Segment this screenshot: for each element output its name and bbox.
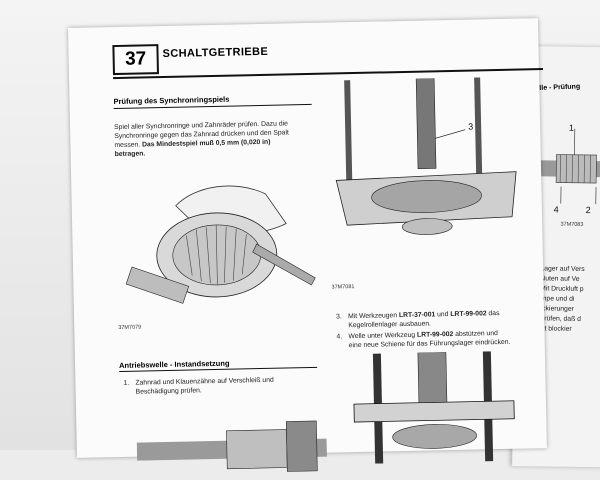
item-number: 4. xyxy=(336,332,348,341)
item-text: und xyxy=(435,311,450,318)
section-title-synchronring: Prüfung des Synchronringspiels xyxy=(113,95,229,106)
chapter-number: 37 xyxy=(112,44,159,75)
tool-code: LRT-99-002 xyxy=(450,310,486,318)
shaft-photo-bottom xyxy=(136,415,327,479)
callout-1: 1 xyxy=(569,123,574,133)
bearing-press-figure xyxy=(324,76,527,245)
item-text: das xyxy=(487,310,500,317)
paragraph-line-3: messen. xyxy=(114,142,140,150)
item-text: Mit Werkzeugen xyxy=(348,312,399,320)
tool-code: LRT-99-002 xyxy=(417,331,453,339)
callout-2: 2 xyxy=(586,205,591,215)
instandsetzung-list: 1.Zahnrad und Klauenzähne auf Verschleiß… xyxy=(123,375,323,399)
item-text: abstützen und xyxy=(453,330,498,338)
press-figure-bottom xyxy=(333,350,535,464)
min-play-spec: Das Mindestspiel muß 0,5 mm (0,020 in) xyxy=(142,139,271,149)
ausbau-list: 3.Mit Werkzeugen LRT-37-001 und LRT-99-0… xyxy=(336,308,547,352)
item-number: 1. xyxy=(123,379,135,388)
item-text: Welle unter Werkzeug xyxy=(348,332,417,340)
item-text-cont: Kegelrollenlager ausbauen. xyxy=(348,320,431,329)
item-text: Zahnrad und Klauenzähne auf Verschleiß u… xyxy=(135,377,273,387)
list-item: 3.Mit Werkzeugen LRT-37-001 und LRT-99-0… xyxy=(336,308,546,330)
synchronring-paragraph: Spiel aller Synchronringe und Zahnräder … xyxy=(114,119,315,159)
feeler-gauge-figure xyxy=(115,163,318,317)
figure-label-37m7079: 37M7079 xyxy=(118,325,141,331)
callout-4: 4 xyxy=(554,205,559,215)
manual-page: 37 SCHALTGETRIEBE Prüfung des Synchronri… xyxy=(68,18,547,458)
list-item: 1.Zahnrad und Klauenzähne auf Verschleiß… xyxy=(123,375,323,397)
figure-label-37m7083: 37M7083 xyxy=(560,222,583,228)
item-number: 3. xyxy=(336,312,348,321)
callout-3: 3 xyxy=(468,122,473,132)
min-play-spec-end: betragen. xyxy=(115,150,146,158)
tool-code: LRT-37-001 xyxy=(399,311,435,319)
item-text-cont: Beschädigung prüfen. xyxy=(136,387,202,395)
item-text-cont: eine neue Schiene für das Führungslager … xyxy=(349,339,511,349)
list-item: 4.Welle unter Werkzeug LRT-99-002 abstüt… xyxy=(336,328,546,350)
figure-label-37m7081: 37M7081 xyxy=(331,284,354,290)
chapter-title: SCHALTGETRIEBE xyxy=(162,46,268,60)
